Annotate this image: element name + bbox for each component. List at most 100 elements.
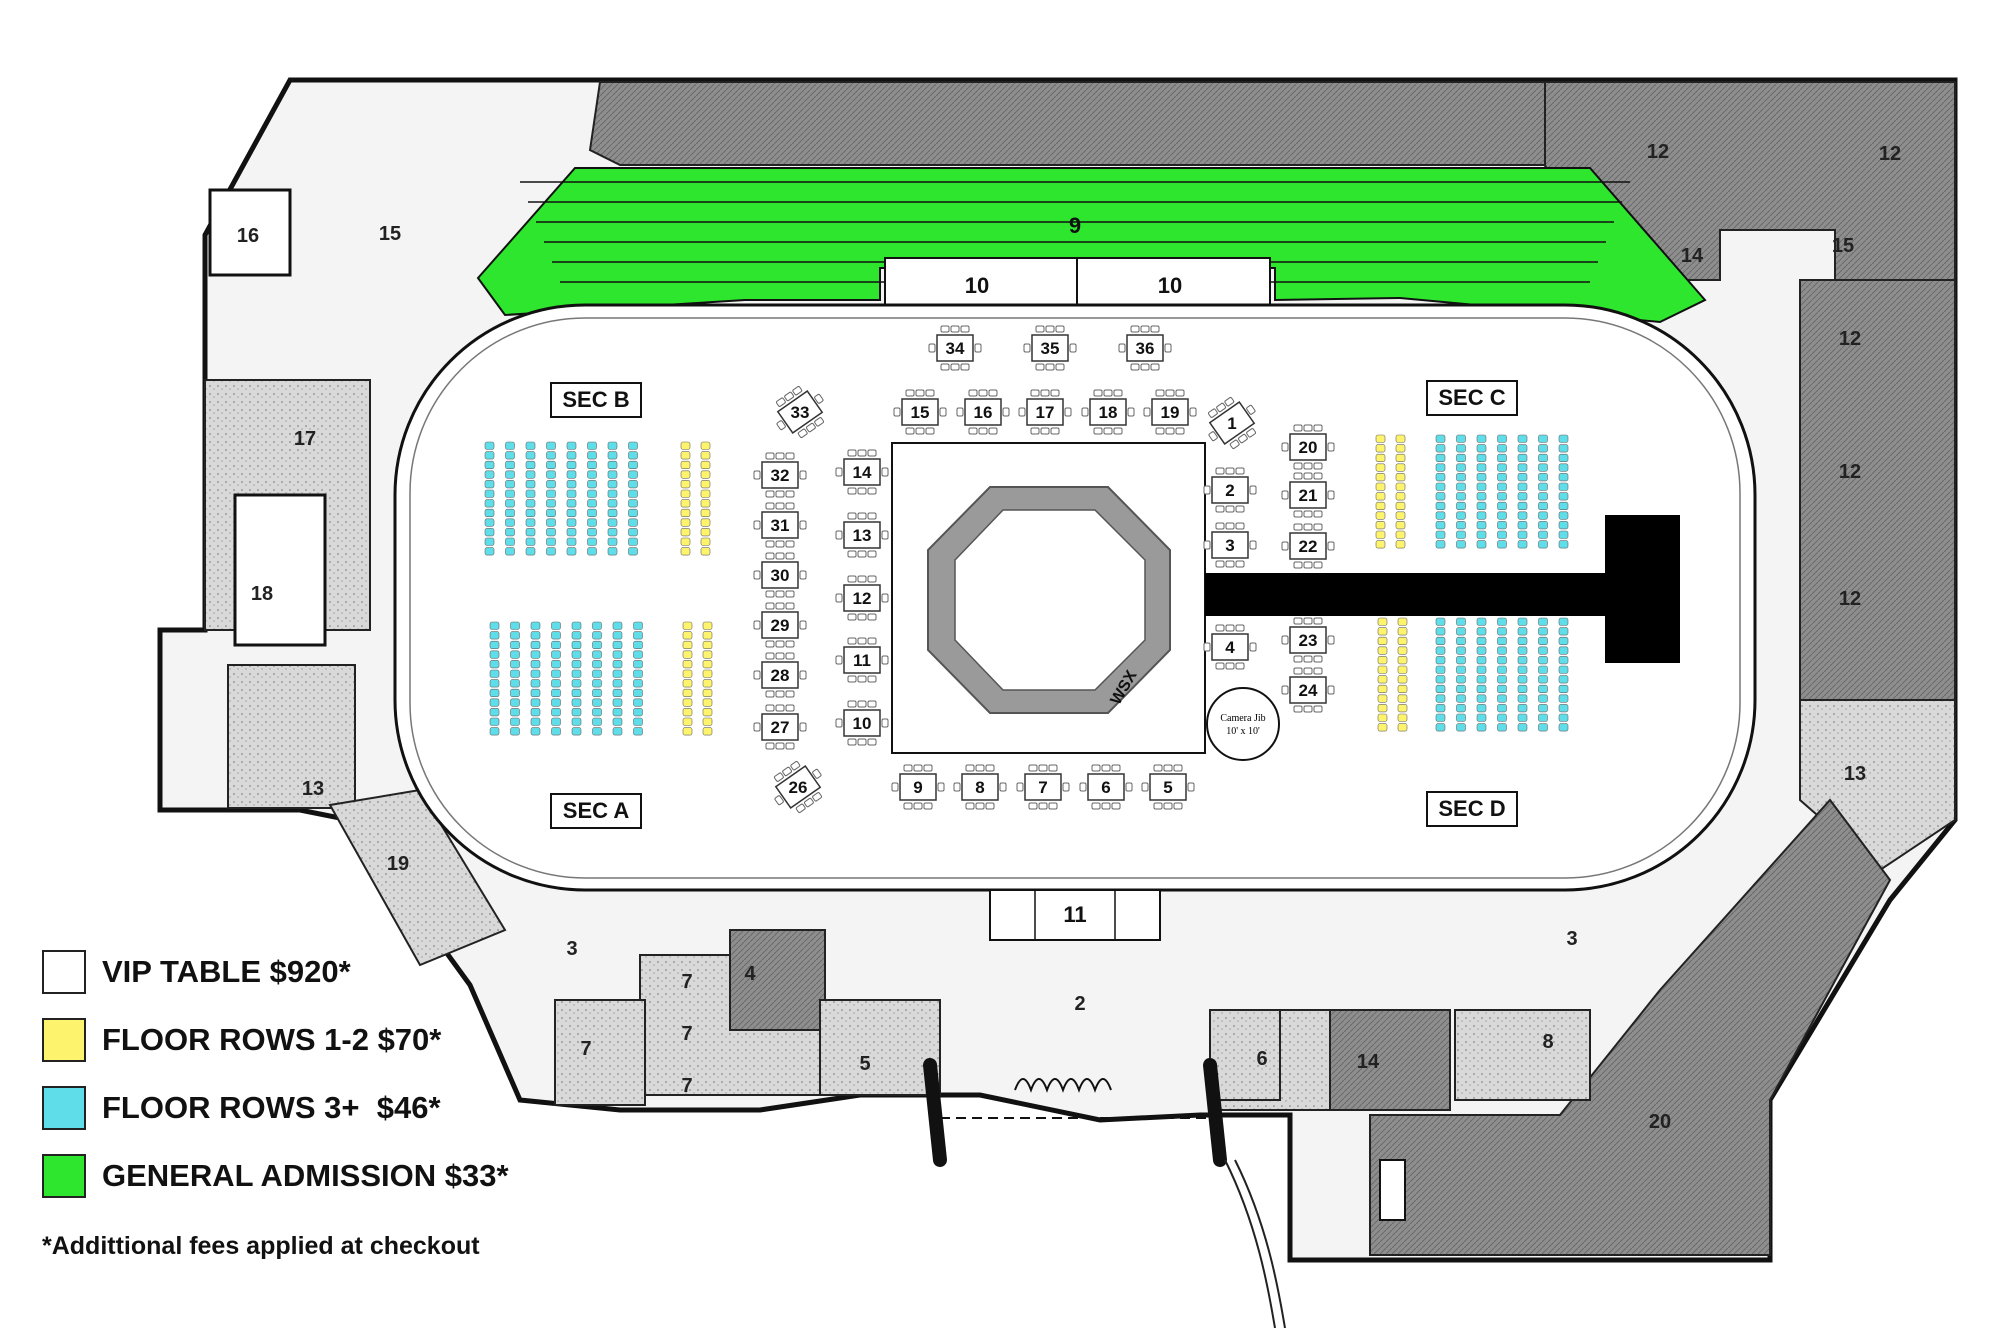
general-admission-section[interactable]	[476, 167, 1707, 324]
seat[interactable]	[546, 528, 556, 537]
seat[interactable]	[1517, 540, 1528, 549]
seat[interactable]	[702, 669, 713, 678]
seat[interactable]	[702, 717, 713, 726]
seat[interactable]	[1476, 723, 1487, 732]
sec-c-row-1-2[interactable]	[1375, 434, 1386, 549]
seat[interactable]	[628, 508, 638, 518]
seat[interactable]	[1375, 530, 1386, 539]
sec-a-row-3plus[interactable]	[530, 621, 541, 736]
table-top[interactable]	[761, 713, 799, 741]
seat[interactable]	[484, 518, 495, 527]
seat[interactable]	[525, 480, 536, 489]
table-top[interactable]	[1289, 626, 1327, 654]
seat[interactable]	[1435, 636, 1446, 646]
seat[interactable]	[525, 451, 536, 460]
seat[interactable]	[510, 717, 520, 726]
seat[interactable]	[566, 537, 577, 546]
seat[interactable]	[1538, 675, 1548, 684]
sec-d-row-3plus[interactable]	[1538, 617, 1548, 732]
seat[interactable]	[702, 631, 713, 640]
seat[interactable]	[1397, 675, 1408, 684]
seat[interactable]	[1476, 434, 1487, 443]
seat[interactable]	[1435, 511, 1446, 520]
seat[interactable]	[530, 650, 541, 659]
seat[interactable]	[1538, 453, 1548, 463]
sec-a-row-3plus[interactable]	[551, 621, 561, 736]
table-top[interactable]	[1031, 334, 1069, 362]
seat[interactable]	[546, 518, 556, 527]
seat[interactable]	[1538, 501, 1548, 511]
seat[interactable]	[700, 460, 711, 470]
seat[interactable]	[1377, 617, 1388, 626]
seat[interactable]	[484, 451, 495, 460]
seat[interactable]	[607, 547, 618, 556]
table-top[interactable]	[1289, 433, 1327, 461]
seat[interactable]	[607, 489, 618, 498]
seat[interactable]	[1497, 530, 1507, 539]
seat[interactable]	[1456, 704, 1466, 713]
seat[interactable]	[628, 480, 638, 489]
seat[interactable]	[1497, 463, 1507, 472]
seat[interactable]	[1435, 627, 1446, 636]
seat[interactable]	[1558, 675, 1569, 684]
seat[interactable]	[1497, 617, 1507, 626]
sec-c-row-1-2[interactable]	[1395, 434, 1406, 549]
seat[interactable]	[571, 669, 582, 678]
seat[interactable]	[1497, 713, 1507, 722]
seat[interactable]	[633, 640, 643, 650]
seat[interactable]	[1497, 434, 1507, 443]
seat[interactable]	[1435, 453, 1446, 463]
seat[interactable]	[1497, 636, 1507, 646]
seat[interactable]	[505, 499, 515, 508]
table-top[interactable]	[936, 334, 974, 362]
seat[interactable]	[510, 650, 520, 659]
seat[interactable]	[489, 727, 500, 736]
seat[interactable]	[633, 727, 643, 736]
table-top[interactable]	[1089, 398, 1127, 426]
seat[interactable]	[525, 499, 536, 508]
seat[interactable]	[592, 727, 602, 736]
table-top[interactable]	[843, 458, 881, 486]
sec-d-row-3plus[interactable]	[1558, 617, 1569, 732]
seat[interactable]	[633, 669, 643, 678]
seat[interactable]	[530, 640, 541, 650]
seat[interactable]	[571, 717, 582, 726]
seat[interactable]	[1538, 636, 1548, 646]
table-top[interactable]	[899, 773, 937, 801]
table-top[interactable]	[843, 709, 881, 737]
seat[interactable]	[612, 698, 623, 707]
sec-c-row-3plus[interactable]	[1497, 434, 1507, 549]
sec-b-row-3plus[interactable]	[607, 441, 618, 556]
seat[interactable]	[682, 727, 693, 736]
seat[interactable]	[1377, 684, 1388, 694]
seat[interactable]	[1538, 540, 1548, 549]
seat[interactable]	[1517, 675, 1528, 684]
seat[interactable]	[1397, 665, 1408, 674]
seat[interactable]	[1435, 434, 1446, 443]
seat[interactable]	[628, 528, 638, 537]
vip-table-1[interactable]: 1	[1198, 390, 1266, 456]
seat[interactable]	[1497, 521, 1507, 530]
seat[interactable]	[1476, 473, 1487, 482]
seat[interactable]	[700, 451, 711, 460]
table-top[interactable]	[1211, 633, 1249, 661]
seat[interactable]	[1476, 617, 1487, 626]
seat[interactable]	[612, 717, 623, 726]
seat[interactable]	[546, 499, 556, 508]
seat[interactable]	[1558, 434, 1569, 443]
seat[interactable]	[530, 708, 541, 717]
seat[interactable]	[1517, 473, 1528, 482]
seat[interactable]	[1395, 511, 1406, 520]
seat[interactable]	[682, 650, 693, 659]
seat[interactable]	[1558, 627, 1569, 636]
seat[interactable]	[1558, 656, 1569, 665]
seat[interactable]	[1558, 684, 1569, 694]
seat[interactable]	[1476, 675, 1487, 684]
seat[interactable]	[1558, 665, 1569, 674]
sec-c-row-3plus[interactable]	[1558, 434, 1569, 549]
seat[interactable]	[1456, 501, 1466, 511]
sec-b-row-3plus[interactable]	[546, 441, 556, 556]
seat[interactable]	[1538, 684, 1548, 694]
sec-d-row-3plus[interactable]	[1476, 617, 1487, 732]
seat[interactable]	[682, 698, 693, 707]
